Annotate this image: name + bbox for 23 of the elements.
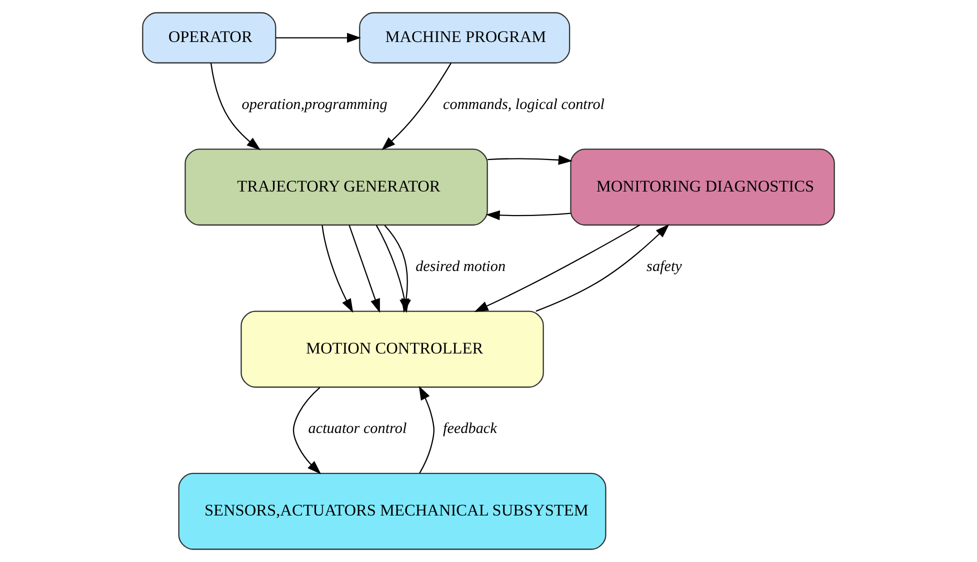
arrow xyxy=(382,62,452,150)
arrow xyxy=(292,387,322,474)
node-box: TRAJECTORY GENERATOR xyxy=(184,148,488,226)
edge-label: feedback xyxy=(443,420,497,438)
arrow xyxy=(536,224,670,312)
arrow xyxy=(486,210,571,220)
node-box: OPERATOR xyxy=(142,12,276,64)
edge-label: operation,programming xyxy=(242,96,388,113)
node-box: MACHINE PROGRAM xyxy=(359,12,570,64)
arrow xyxy=(348,225,380,313)
edge-label: safety xyxy=(646,258,682,275)
node-box: MONITORING DIAGNOSTICS xyxy=(570,148,835,226)
arrow xyxy=(322,225,354,313)
edge-label: actuator control xyxy=(308,420,407,438)
arrow xyxy=(418,386,434,474)
edge-label: commands, logical control xyxy=(443,96,605,113)
node-box: MOTION CONTROLLER xyxy=(240,310,544,388)
arrow xyxy=(488,155,572,165)
edge-label: desired motion xyxy=(416,258,506,275)
arrow xyxy=(210,62,261,150)
arrow xyxy=(474,224,640,312)
arrow xyxy=(276,32,361,43)
node-box: SENSORS,ACTUATORS MECHANICAL SUBSYSTEM xyxy=(178,472,606,550)
